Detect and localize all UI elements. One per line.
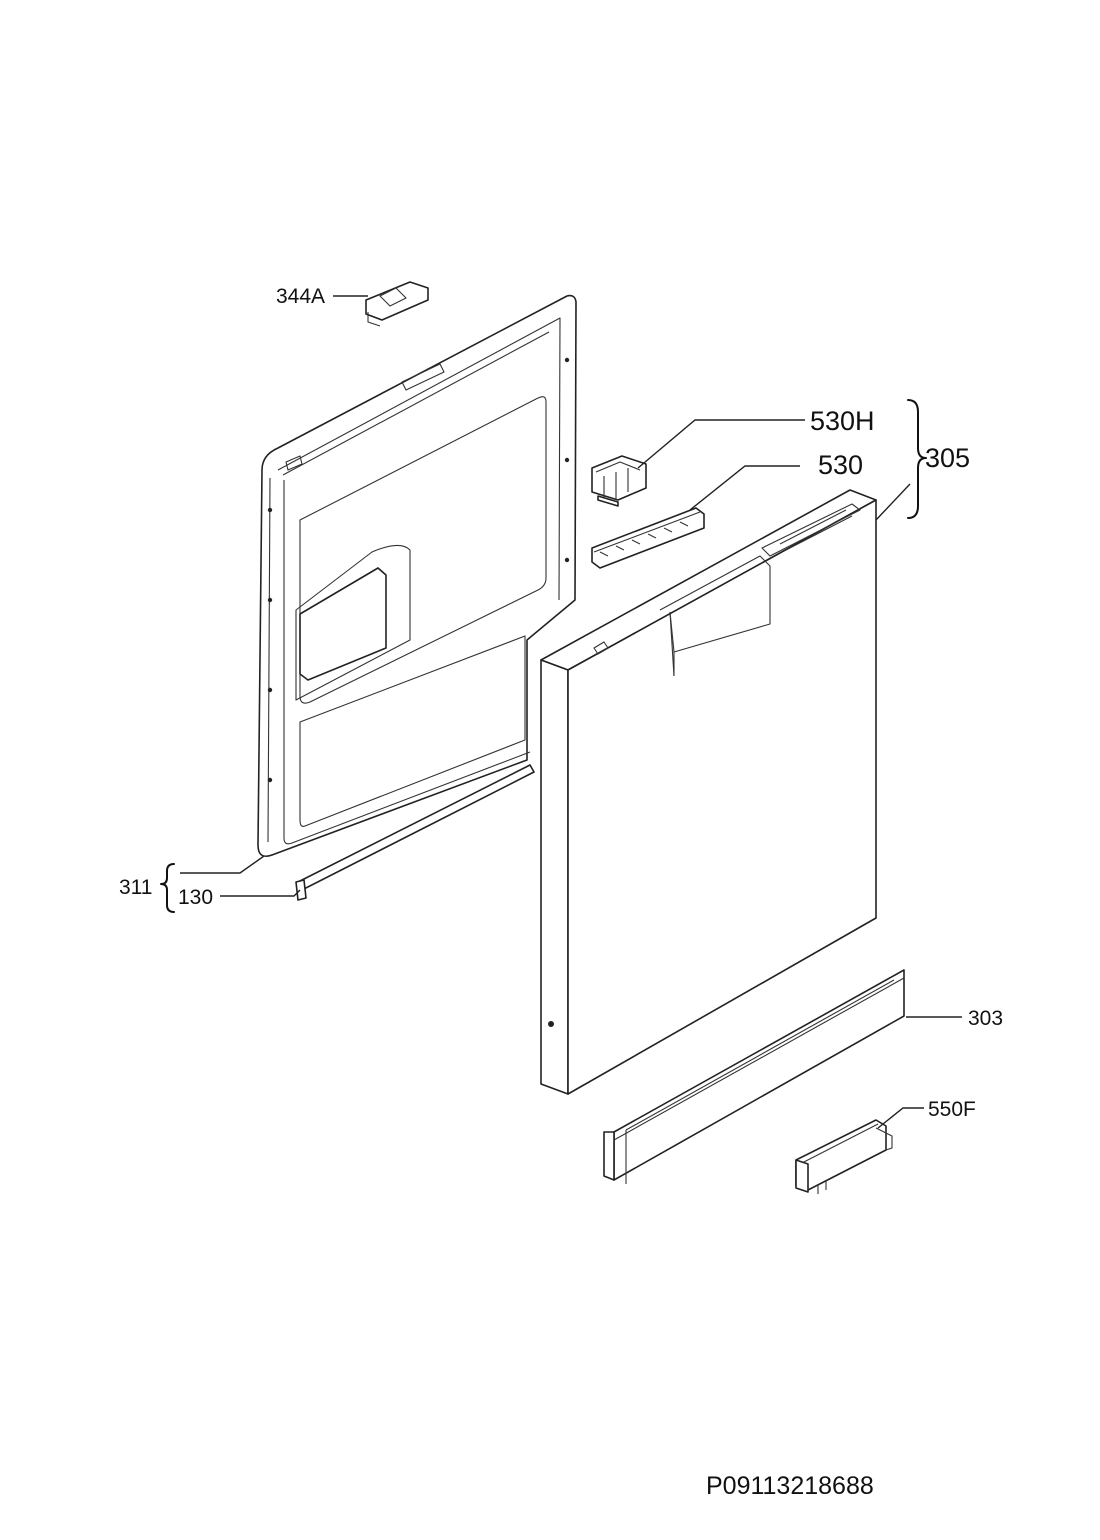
label-550f: 550F (928, 1098, 976, 1121)
brace-311 (160, 863, 175, 913)
outer-door-panel (540, 489, 877, 1095)
bracket-550f (795, 1119, 893, 1194)
label-344a: 344A (276, 285, 325, 308)
drawing-code: P09113218688 (706, 1472, 874, 1500)
handle-part-530h (591, 455, 647, 507)
latch-bar-530 (591, 507, 705, 569)
label-130: 130 (178, 886, 213, 909)
leader-lines (180, 295, 962, 1129)
label-530h: 530H (810, 406, 875, 436)
clip-344a (365, 281, 429, 327)
label-305: 305 (925, 443, 970, 473)
label-311: 311 (119, 876, 152, 899)
label-530: 530 (818, 450, 863, 480)
kick-plate (603, 969, 905, 1184)
label-303: 303 (968, 1007, 1003, 1030)
bottom-seal-strip (295, 764, 535, 901)
inner-door-panel (257, 294, 577, 858)
brace-305 (907, 399, 927, 519)
